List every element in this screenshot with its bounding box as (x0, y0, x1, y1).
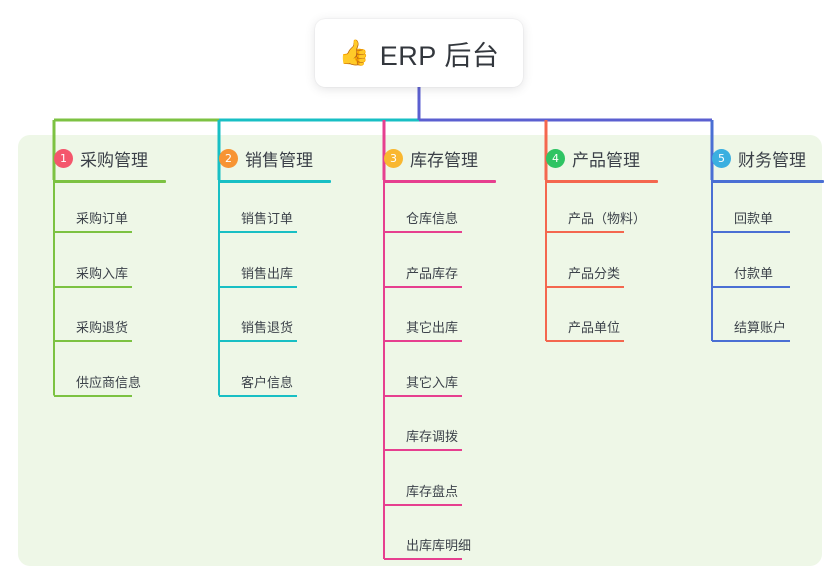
leaf-item-label: 产品单位 (568, 320, 621, 335)
leaf-item-underline (219, 231, 297, 233)
leaf-item-label: 采购退货 (76, 320, 129, 335)
thumbs-up-icon: 👍 (338, 38, 370, 67)
leaf-item-label: 出库库明细 (406, 538, 472, 553)
leaf-item-underline (219, 340, 297, 342)
category-header-5[interactable]: 5 财务管理 (694, 146, 806, 170)
leaf-item-label: 回款单 (734, 211, 774, 226)
leaf-item-label: 采购订单 (76, 211, 129, 226)
category-underline-5 (712, 180, 824, 183)
leaf-item-underline (384, 503, 462, 506)
root-node-content: 👍 ERP 后台 (339, 34, 500, 73)
leaf-item-underline (712, 340, 790, 342)
category-column-5: 5 财务管理 (694, 146, 824, 183)
root-node-erp-backend[interactable]: 👍 ERP 后台 (315, 19, 523, 87)
category-column-2: 2 销售管理 (201, 146, 331, 183)
leaf-item-label: 产品（物料） (568, 211, 647, 226)
leaf-item-label: 采购入库 (76, 265, 129, 281)
leaf-item-underline (384, 558, 462, 560)
category-badge-1: 1 (54, 148, 73, 168)
leaf-item-label: 付款单 (734, 265, 774, 281)
leaf-item-underline (54, 231, 132, 233)
leaf-item-underline (384, 231, 462, 233)
category-underline-3 (384, 180, 496, 183)
category-column-1: 1 采购管理 (36, 146, 166, 183)
category-label-5: 财务管理 (738, 150, 806, 170)
leaf-item-underline (54, 394, 132, 397)
leaf-item-underline (384, 449, 462, 451)
category-underline-1 (54, 180, 166, 183)
category-header-4[interactable]: 4 产品管理 (528, 146, 640, 170)
category-label-2: 销售管理 (245, 150, 313, 170)
leaf-item-label: 销售出库 (241, 265, 294, 281)
category-underline-2 (219, 180, 331, 183)
category-column-3: 3 库存管理 (366, 146, 496, 183)
category-label-3: 库存管理 (410, 150, 478, 170)
leaf-item-underline (219, 285, 297, 288)
leaf-item-label: 仓库信息 (406, 211, 459, 226)
leaf-item-label: 其它入库 (406, 374, 459, 390)
category-underline-4 (546, 180, 658, 183)
category-header-2[interactable]: 2 销售管理 (201, 146, 313, 170)
leaf-item-label: 产品库存 (406, 265, 459, 281)
root-node-title: ERP 后台 (379, 40, 500, 71)
category-badge-4: 4 (546, 148, 565, 168)
leaf-item-underline (384, 340, 462, 342)
categories-panel (18, 135, 822, 566)
leaf-item-underline (546, 340, 624, 342)
leaf-item-underline (54, 340, 132, 342)
category-label-4: 产品管理 (572, 150, 640, 170)
leaf-item-label: 库存调拨 (406, 429, 459, 444)
category-badge-2: 2 (219, 148, 238, 168)
leaf-item-label: 库存盘点 (406, 483, 459, 499)
leaf-item-underline (712, 231, 790, 233)
leaf-item-label: 销售退货 (241, 320, 294, 335)
leaf-item-underline (712, 285, 790, 288)
leaf-item-label: 客户信息 (241, 374, 294, 390)
category-badge-3: 3 (384, 148, 403, 168)
category-label-1: 采购管理 (80, 150, 148, 170)
category-badge-5: 5 (712, 148, 731, 168)
leaf-item-underline (54, 285, 132, 288)
leaf-item-label: 产品分类 (568, 265, 621, 281)
leaf-item-underline (384, 394, 462, 397)
leaf-item-underline (546, 231, 624, 233)
leaf-item-underline (384, 285, 462, 288)
category-header-1[interactable]: 1 采购管理 (36, 146, 148, 170)
leaf-item-label: 其它出库 (406, 320, 459, 335)
category-header-3[interactable]: 3 库存管理 (366, 146, 478, 170)
category-column-4: 4 产品管理 (528, 146, 658, 183)
leaf-item-label: 销售订单 (241, 211, 294, 226)
leaf-item-underline (546, 285, 624, 288)
leaf-item-underline (219, 394, 297, 397)
leaf-item-label: 供应商信息 (76, 374, 142, 390)
leaf-item-label: 结算账户 (734, 320, 787, 335)
